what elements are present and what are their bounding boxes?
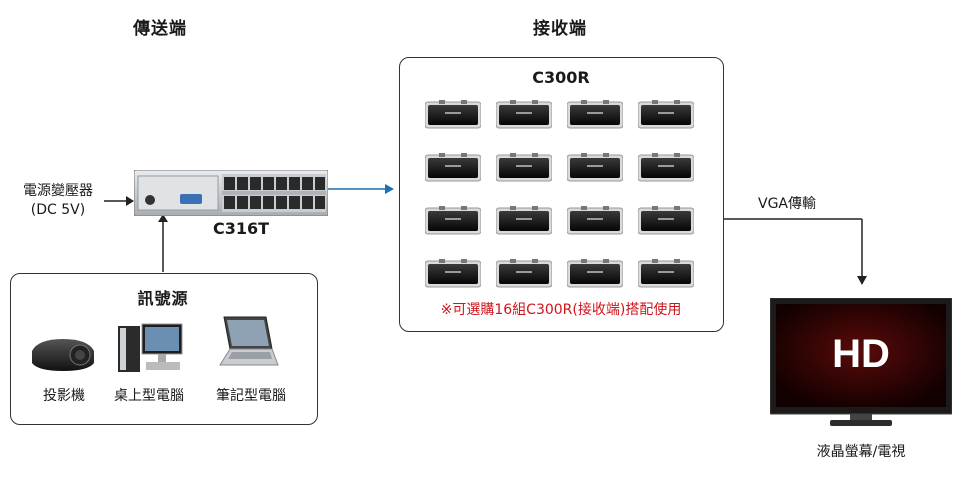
display-hd-text: HD <box>832 332 890 376</box>
sender-title: 傳送端 <box>133 19 187 39</box>
desktop-computer-icon <box>118 323 183 372</box>
transmitter-device <box>133 169 329 217</box>
receiver-note: ※可選購16組C300R(接收端)搭配使用 <box>440 302 682 318</box>
monitor-icon <box>769 297 953 426</box>
receiver-unit <box>566 206 624 236</box>
receiver-unit <box>495 153 553 183</box>
receiver-model: C300R <box>532 68 590 87</box>
receiver-unit <box>495 206 553 236</box>
power-adapter-label: 電源變壓器 (DC 5V) <box>10 182 106 220</box>
projector-icon <box>32 339 94 371</box>
receiver-unit <box>424 153 482 183</box>
receiver-unit <box>637 259 695 289</box>
receiver-unit <box>637 206 695 236</box>
receiver-unit <box>424 259 482 289</box>
receiver-unit <box>495 259 553 289</box>
receiver-title: 接收端 <box>533 19 587 39</box>
source-label-projector: 投影機 <box>43 388 85 404</box>
receiver-unit <box>424 206 482 236</box>
receiver-unit <box>495 100 553 130</box>
receiver-unit <box>566 153 624 183</box>
receiver-box <box>399 57 724 332</box>
receiver-unit <box>566 259 624 289</box>
receiver-unit <box>424 100 482 130</box>
signal-source-title: 訊號源 <box>137 289 189 308</box>
power-label: 電源變壓器 <box>23 183 93 199</box>
receiver-unit <box>637 100 695 130</box>
vga-link-label: VGA傳輸 <box>758 196 817 212</box>
lcd-monitor: HD <box>769 297 953 430</box>
receiver-unit <box>637 153 695 183</box>
display-label: 液晶螢幕/電視 <box>816 444 906 460</box>
power-spec: (DC 5V) <box>30 202 86 218</box>
laptop-icon <box>219 316 279 366</box>
transmitter-device-image <box>133 169 329 217</box>
receiver-unit <box>566 100 624 130</box>
source-label-laptop: 筆記型電腦 <box>216 388 286 404</box>
transmitter-model: C316T <box>212 219 270 238</box>
source-label-desktop: 桌上型電腦 <box>114 388 184 404</box>
